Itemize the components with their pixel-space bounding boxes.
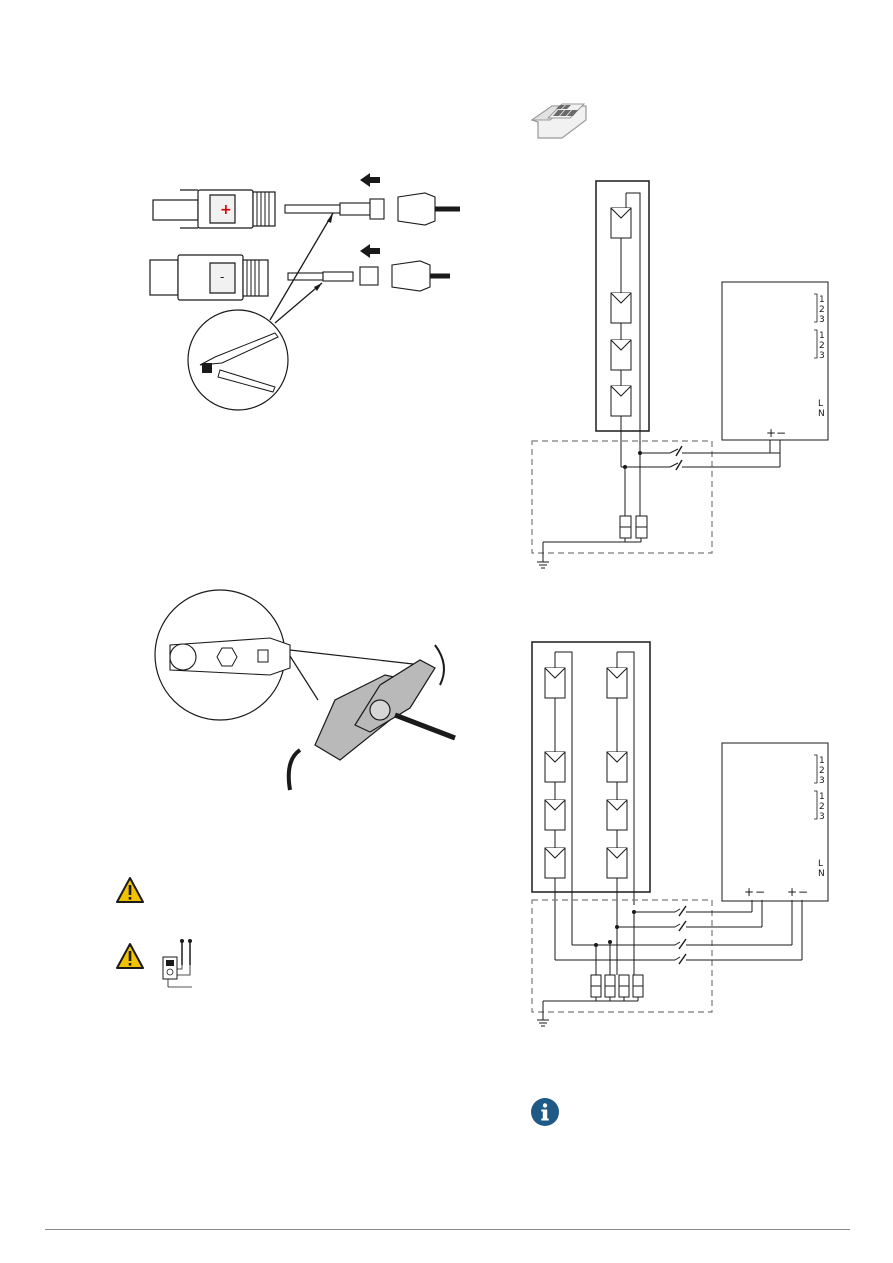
dc2-plus-label: + (787, 885, 797, 899)
footer-divider (45, 1229, 850, 1230)
pv-module (607, 848, 627, 878)
pv-module (607, 800, 627, 830)
crimping-tool-icon (188, 310, 288, 410)
spanner-tool-illustration (150, 590, 460, 795)
single-string-wiring-diagram: 1 2 3 1 2 3 L N + − (530, 178, 832, 573)
svg-text:2: 2 (819, 766, 825, 776)
svg-text:1: 1 (819, 756, 825, 766)
info-circle-icon (530, 1097, 560, 1127)
dc-switch (675, 921, 762, 931)
ac-l-label: L (818, 399, 823, 409)
pv-module (607, 752, 627, 782)
svg-text:2: 2 (819, 305, 825, 315)
dc1-minus-label: − (755, 885, 765, 899)
dc-switch (675, 939, 792, 949)
dc-switch (670, 460, 780, 470)
svg-text:1: 1 (819, 331, 825, 341)
ground-symbol-icon (537, 542, 549, 568)
svg-text:2: 2 (819, 341, 825, 351)
pv-module (545, 800, 565, 830)
minus-mark: - (220, 270, 224, 284)
dc1-plus-label: + (744, 885, 754, 899)
spanner-wrench-icon (315, 660, 435, 760)
ground-symbol-icon (537, 1001, 549, 1026)
arrow-left-icon (360, 173, 380, 187)
surge-protector (620, 516, 647, 538)
ac-l-label: L (818, 859, 823, 869)
svg-text:2: 2 (819, 802, 825, 812)
dc-plus-label: + (766, 426, 776, 440)
plus-connector-housing (153, 190, 275, 228)
pv-module (611, 293, 631, 323)
warning-triangle-icon (115, 876, 145, 904)
minus-contact-pin (288, 261, 450, 291)
connector-assembly-illustration: + - (140, 165, 460, 415)
pv-module (607, 668, 627, 698)
multimeter-icon (160, 935, 196, 991)
pv-module (545, 668, 565, 698)
svg-text:1: 1 (819, 792, 825, 802)
arrow-left-icon (360, 244, 380, 258)
plus-mark: + (220, 202, 232, 218)
ac-n-label: N (818, 409, 825, 419)
surge-protector (591, 975, 643, 997)
pv-module (545, 752, 565, 782)
plus-contact-pin (285, 193, 460, 225)
dc-switch (675, 906, 752, 916)
house-with-solar-panels-icon (528, 98, 590, 146)
rotate-arrow-icon (435, 645, 444, 685)
pv-module (611, 386, 631, 416)
inverter-box (722, 743, 828, 901)
dc-switch (670, 446, 780, 456)
svg-text:1: 1 (819, 295, 825, 305)
svg-text:3: 3 (819, 351, 825, 361)
warning-triangle-icon (115, 942, 145, 970)
svg-text:3: 3 (819, 812, 825, 822)
inverter-box (722, 282, 828, 440)
dual-string-wiring-diagram: 1 2 3 1 2 3 L N + − + − (530, 640, 832, 1032)
pv-module (545, 848, 565, 878)
dc-switch (675, 954, 802, 964)
svg-text:3: 3 (819, 315, 825, 325)
ac-n-label: N (818, 869, 825, 879)
spanner-detail-circle (155, 590, 290, 720)
dc2-minus-label: − (798, 885, 808, 899)
dc-minus-label: − (776, 426, 786, 440)
minus-connector-housing (150, 255, 268, 300)
pv-module (611, 208, 631, 238)
svg-text:3: 3 (819, 776, 825, 786)
pv-module (611, 340, 631, 370)
